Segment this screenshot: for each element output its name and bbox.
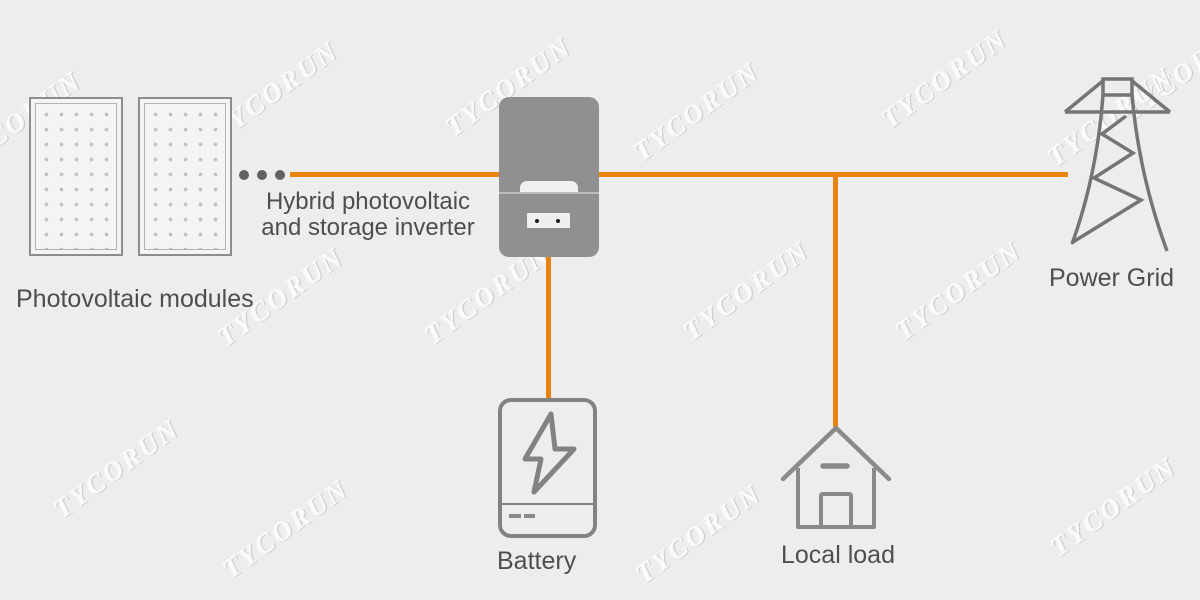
battery-indicator-dash: [524, 514, 535, 518]
solar-panel-cells: [35, 103, 117, 250]
tycorun-watermark: TYCORUN: [876, 22, 1014, 135]
inverter-icon: [499, 97, 599, 257]
tycorun-watermark: TYCORUN: [1045, 450, 1183, 563]
line-junction-to-local-load: [833, 172, 838, 427]
tycorun-watermark: TYCORUN: [217, 472, 355, 585]
pv-modules-label: Photovoltaic modules: [16, 285, 254, 313]
lightning-bolt-icon: [522, 411, 577, 495]
line-inverter-to-battery: [546, 250, 551, 400]
solar-panel-icon: [138, 97, 232, 256]
transmission-tower-icon: [1063, 77, 1172, 252]
solar-panel-cells: [144, 103, 226, 250]
tycorun-watermark: TYCORUN: [628, 55, 766, 168]
battery-icon: [498, 398, 597, 538]
local-load-label: Local load: [781, 541, 895, 569]
tycorun-watermark: TYCORUN: [678, 234, 816, 347]
battery-indicator-dash: [509, 514, 521, 518]
terminal-pin: [556, 218, 560, 223]
inverter-label-line2: and storage inverter: [261, 214, 475, 241]
inverter-label: Hybrid photovoltaic and storage inverter: [248, 189, 488, 241]
solar-panel-icon: [29, 97, 123, 256]
ellipsis-dots-icon: [239, 170, 293, 180]
inverter-seam: [499, 192, 599, 194]
tycorun-watermark: TYCORUN: [48, 412, 186, 525]
tycorun-watermark: TYCORUN: [890, 234, 1028, 347]
house-icon: [780, 425, 892, 529]
inverter-label-line1: Hybrid photovoltaic: [265, 188, 471, 215]
line-inverter-to-grid: [290, 172, 1068, 177]
power-grid-label: Power Grid: [1049, 264, 1175, 292]
battery-divider: [502, 503, 593, 505]
battery-label: Battery: [497, 547, 577, 575]
inverter-cover-tab: [520, 181, 578, 192]
inverter-terminal-plate: [527, 213, 570, 228]
tycorun-watermark: TYCORUN: [630, 477, 768, 590]
terminal-pin: [535, 218, 539, 223]
